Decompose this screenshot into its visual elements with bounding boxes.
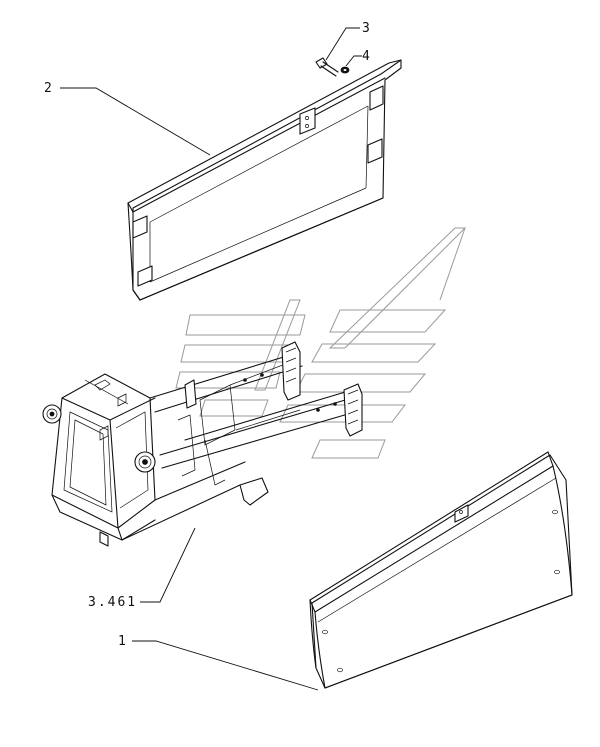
callout-3461: 3.461 bbox=[88, 595, 137, 610]
washer bbox=[340, 66, 350, 74]
bolt bbox=[315, 57, 339, 77]
callout-leaders bbox=[60, 27, 362, 691]
watermark-logo bbox=[175, 227, 467, 459]
chassis-frame bbox=[42, 341, 363, 547]
callout-1: 1 bbox=[118, 634, 126, 649]
side-panel-rear bbox=[127, 59, 402, 301]
callout-4: 4 bbox=[362, 49, 370, 64]
callout-3: 3 bbox=[362, 21, 370, 36]
callout-2: 2 bbox=[44, 81, 52, 96]
side-panel-front bbox=[309, 451, 573, 689]
